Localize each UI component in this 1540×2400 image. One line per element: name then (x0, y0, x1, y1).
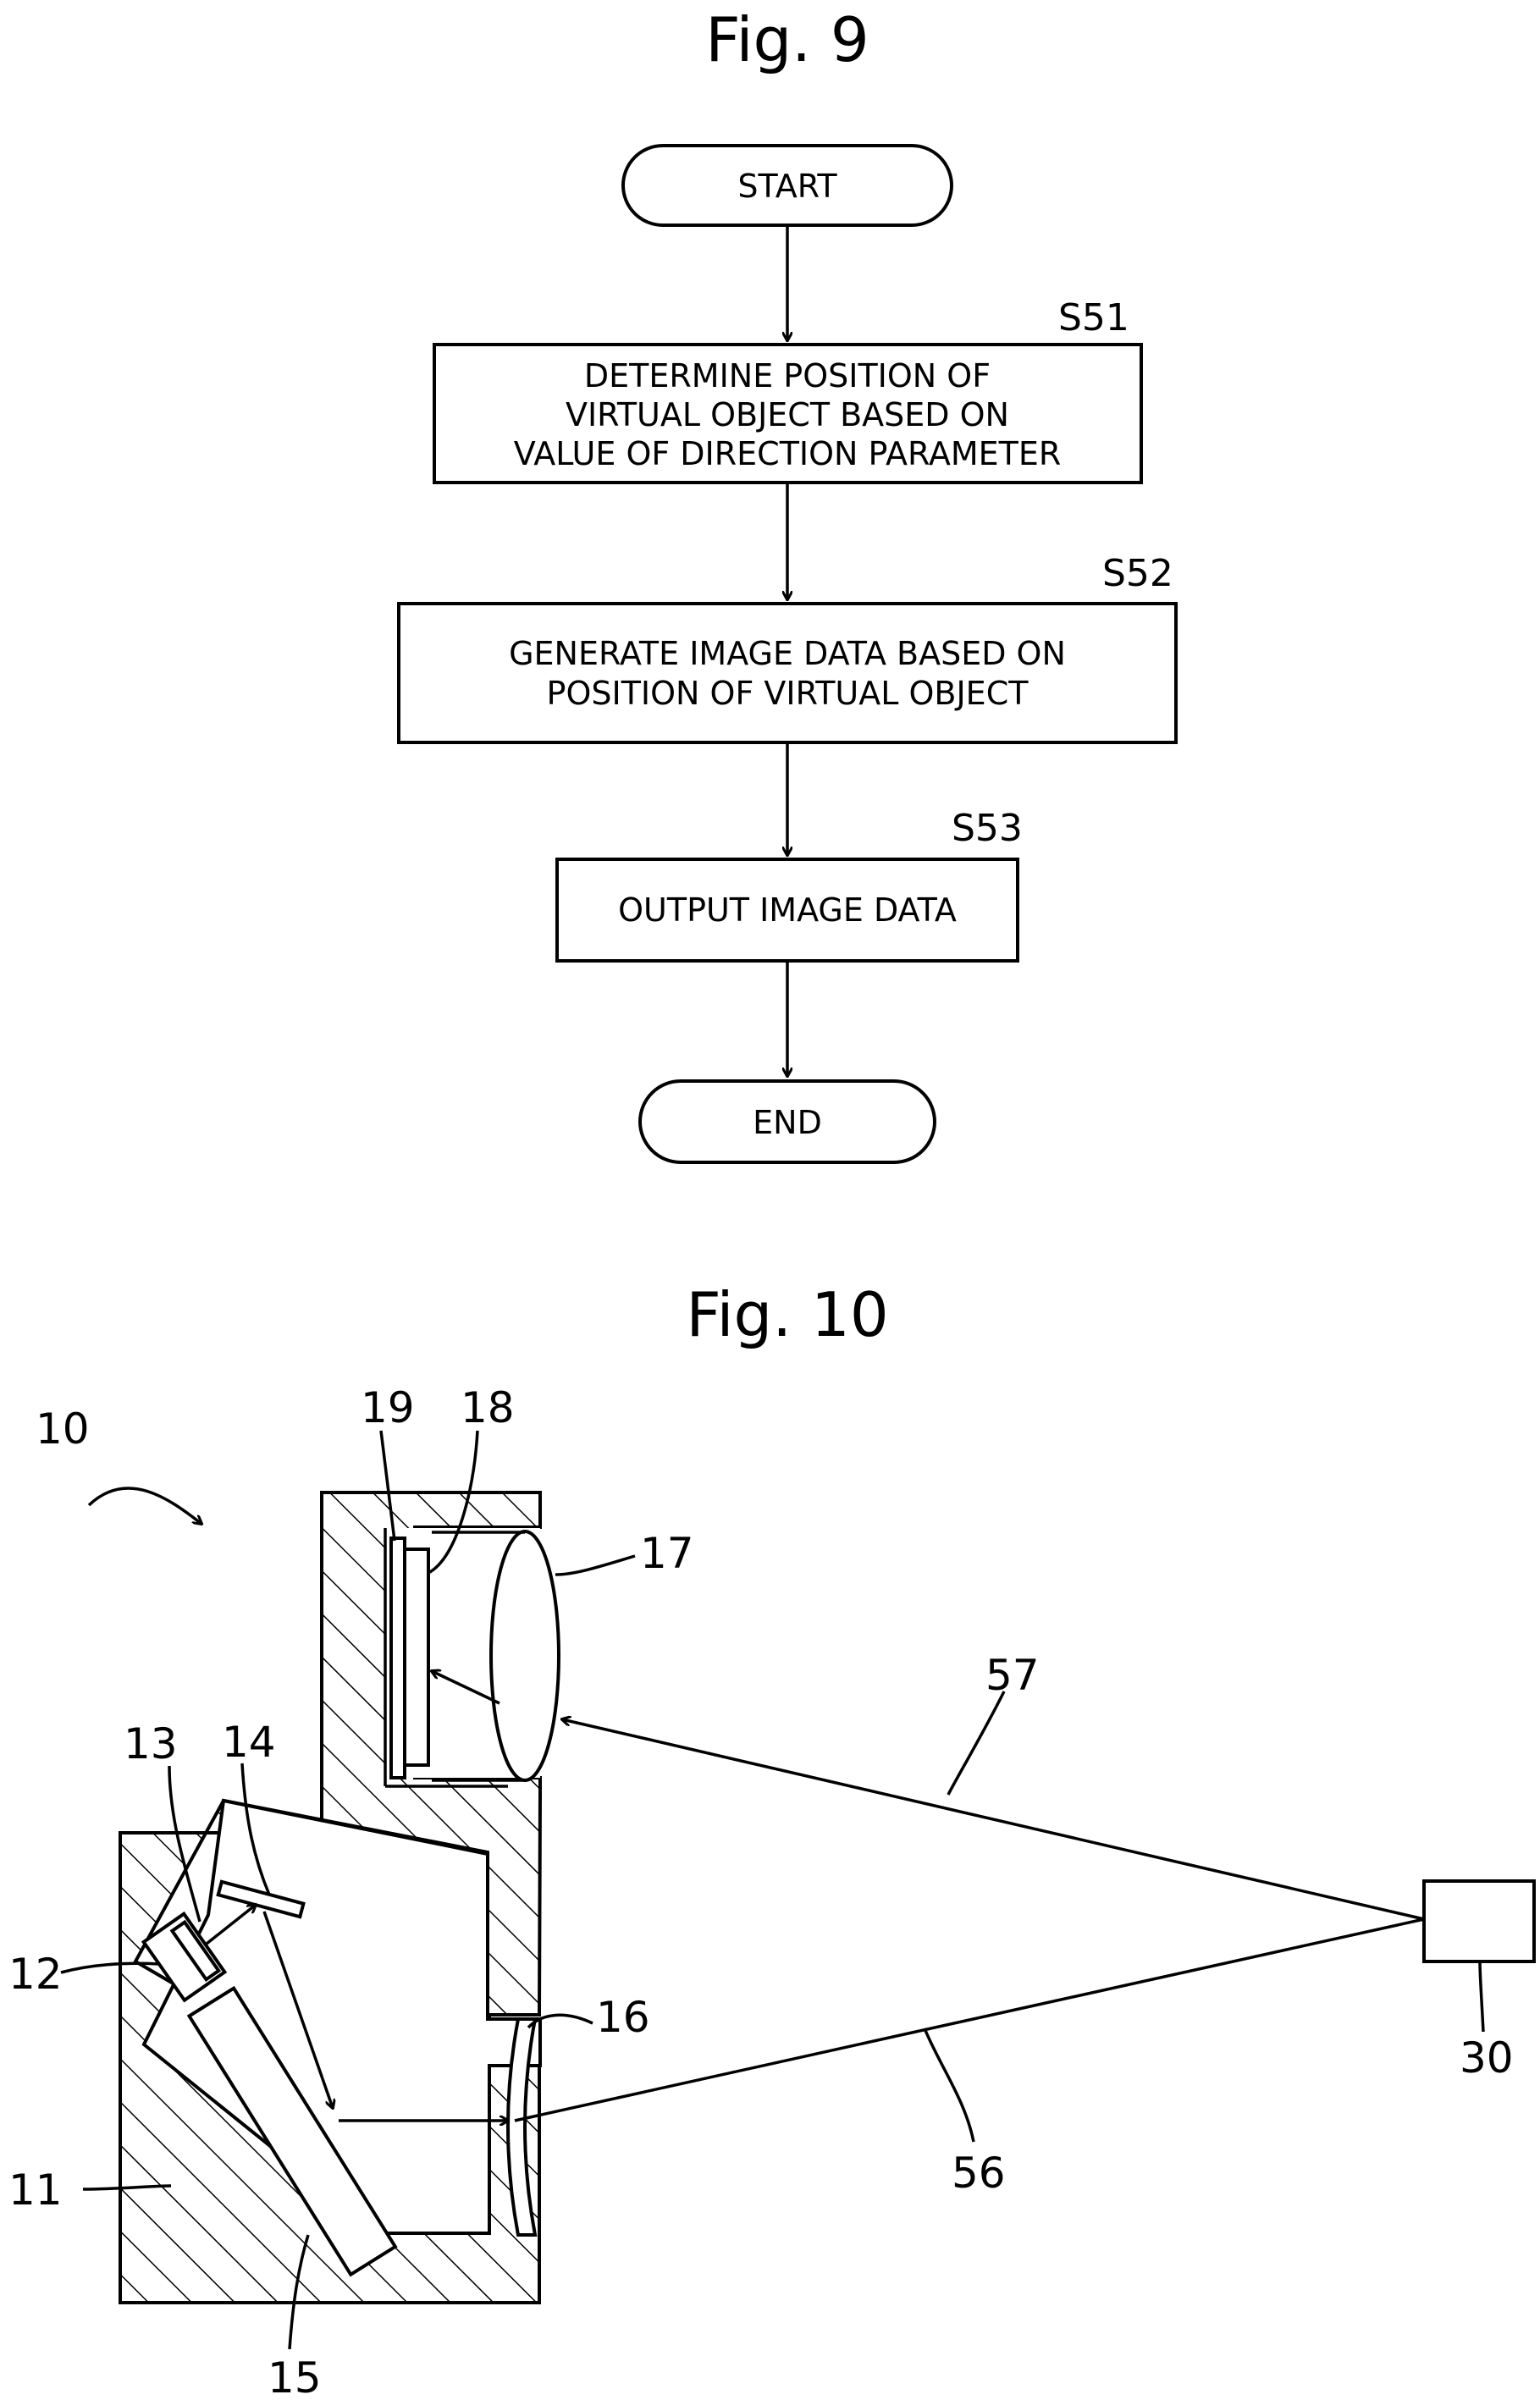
leader-11 (82, 2184, 172, 2191)
leader-15 (288, 2234, 310, 2350)
ref-15: 15 (268, 2353, 322, 2400)
leader-14 (240, 1763, 271, 1895)
ref-57: 57 (985, 1651, 1040, 1700)
step-s52-line-1: GENERATE IMAGE DATA BASED ON (509, 635, 1066, 672)
ref-13: 13 (124, 1719, 178, 1768)
step-s51-line-2: VIRTUAL OBJECT BASED ON (566, 396, 1009, 433)
leader-16 (527, 2013, 593, 2029)
step-s52-id: S52 (1102, 552, 1173, 595)
ref-18: 18 (461, 1383, 515, 1432)
step-s52-box (397, 602, 1178, 744)
step-s53-box (555, 858, 1019, 963)
ref-56: 56 (952, 2149, 1006, 2198)
step-s51-id: S51 (1058, 296, 1129, 339)
leader-30 (1478, 1961, 1485, 2033)
step-s51-line-1: DETERMINE POSITION OF (584, 357, 991, 394)
ref-17: 17 (640, 1529, 694, 1578)
lens-17 (489, 1530, 560, 1782)
plate-18 (403, 1548, 430, 1767)
ref-14: 14 (222, 1718, 276, 1767)
leader-12 (60, 1961, 160, 1974)
inner-cavity (141, 1798, 542, 2235)
target-30 (1422, 1879, 1536, 1963)
step-s53-id: S53 (952, 807, 1023, 850)
part-14 (216, 1879, 306, 1919)
plate-19 (389, 1537, 406, 1779)
step-s53-line-1: OUTPUT IMAGE DATA (618, 891, 957, 929)
window-16 (506, 2017, 538, 2237)
fig10-title: Fig. 10 (686, 1279, 888, 1350)
path-14-to-15 (262, 1911, 333, 2108)
ref-16: 16 (596, 1993, 650, 2042)
figure-9-flowchart: Fig. 9 START S51 DETERMINE POSITION OF V… (397, 4, 1178, 1164)
start-label: START (737, 168, 837, 205)
end-label: END (753, 1104, 822, 1141)
step-s51-line-3: VALUE OF DIRECTION PARAMETER (514, 435, 1062, 472)
leader-57 (947, 1691, 1006, 1796)
leader-19 (379, 1430, 396, 1542)
part-15 (186, 1985, 398, 2277)
ref-19: 19 (361, 1383, 415, 1432)
leader-13 (168, 1765, 201, 1923)
figure-10-device: Fig. 10 (8, 1279, 1536, 2400)
step-s52-line-2: POSITION OF VIRTUAL OBJECT (547, 675, 1029, 712)
leader-17 (555, 1554, 636, 1576)
beam-57 (562, 1719, 1425, 1921)
fig9-title: Fig. 9 (705, 4, 869, 75)
end-terminator (638, 1079, 936, 1164)
ref-10: 10 (36, 1404, 90, 1454)
path-17-to-18 (432, 1671, 500, 1705)
ref-12: 12 (8, 1950, 63, 1999)
leader-18 (428, 1430, 479, 1575)
path-13-to-14 (205, 1905, 256, 1945)
leader-56 (923, 2028, 975, 2143)
ref-30: 30 (1460, 2033, 1514, 2083)
beam-56 (514, 1917, 1425, 2122)
ref-11: 11 (8, 2166, 63, 2215)
leader-10 (87, 1487, 201, 1524)
step-s51-box (433, 343, 1143, 484)
part-13 (169, 1919, 222, 1983)
